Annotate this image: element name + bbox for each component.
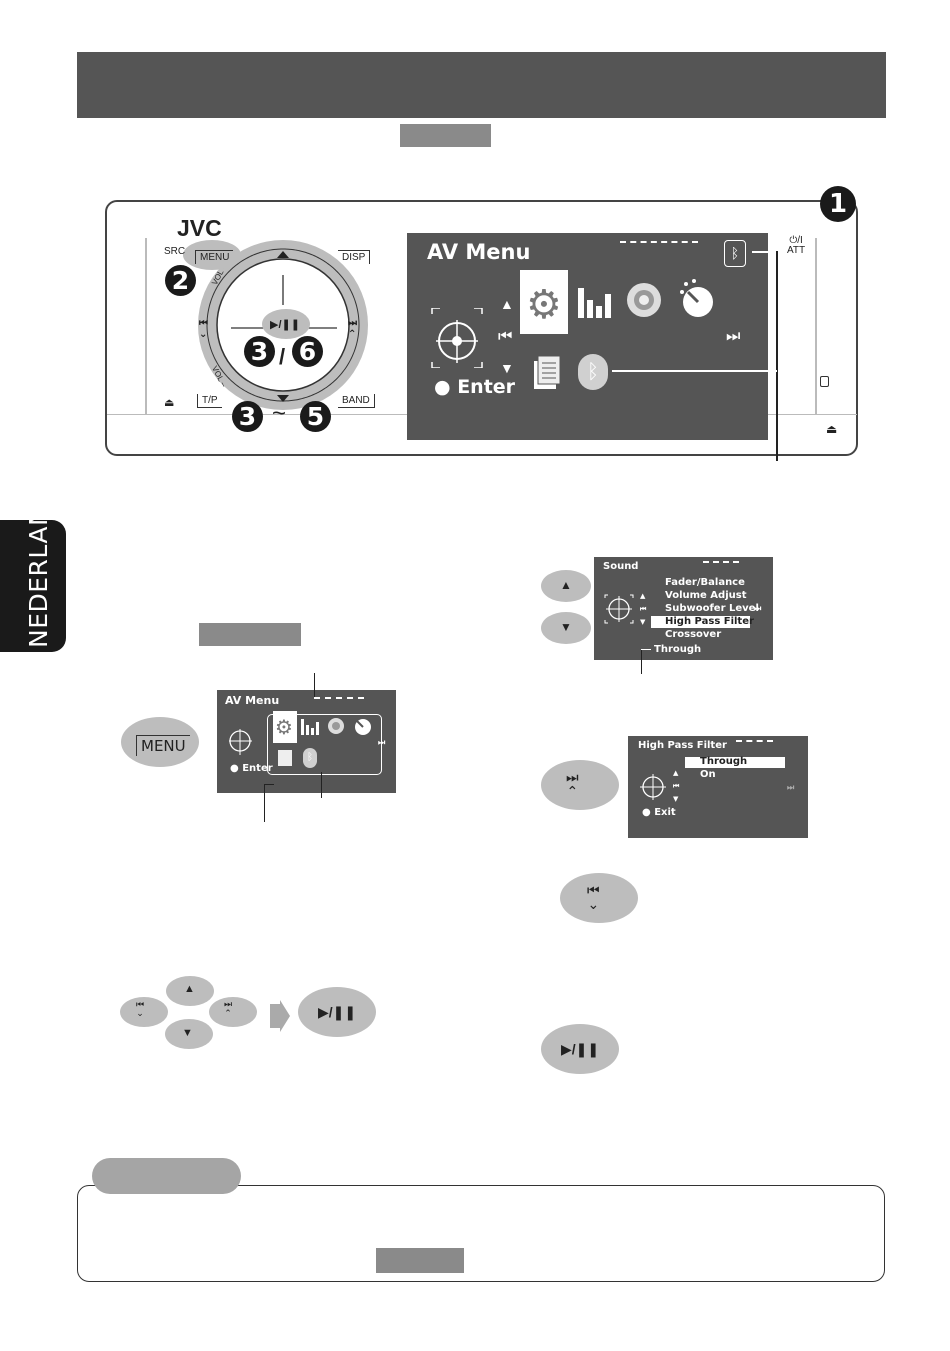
small-enter-joystick-icon bbox=[229, 729, 252, 755]
indicator-slot bbox=[820, 376, 829, 387]
speaker-icon bbox=[627, 283, 661, 317]
sound-item-2[interactable]: Subwoofer Level bbox=[665, 603, 759, 614]
small-equalizer-icon bbox=[301, 719, 319, 735]
small-bluetooth-icon: ᛒ bbox=[303, 748, 317, 768]
section-tag-top bbox=[400, 124, 491, 147]
disp-button[interactable]: DISP bbox=[338, 250, 371, 264]
hpf-title: High Pass Filter bbox=[638, 740, 727, 751]
src-label: SRC bbox=[164, 246, 186, 257]
hpf-next-icon: ⏭ bbox=[787, 783, 795, 792]
sound-next-icon: ⏭ bbox=[754, 604, 762, 613]
down-arrow-icon bbox=[277, 395, 289, 402]
eject-icon[interactable]: ⏏ bbox=[164, 397, 175, 409]
proceed-arrow-icon bbox=[270, 1000, 290, 1032]
section-tag-bottom bbox=[376, 1248, 464, 1273]
enter-label: ● Enter bbox=[434, 376, 516, 398]
sound-menu-title: Sound bbox=[603, 561, 639, 572]
tip-tab bbox=[92, 1158, 241, 1194]
small-document-icon bbox=[278, 750, 292, 766]
bluetooth-menu-icon: ᛒ bbox=[578, 354, 608, 390]
icon-group-frame bbox=[267, 714, 382, 775]
callout-line-right bbox=[776, 251, 778, 461]
sound-item-0[interactable]: Fader/Balance bbox=[665, 577, 745, 588]
small-av-menu-title: AV Menu bbox=[225, 694, 280, 707]
equalizer-icon bbox=[578, 288, 611, 318]
next-track-icon[interactable]: ⏭⌃ bbox=[348, 318, 357, 340]
step-marker-6: 6 bbox=[292, 336, 323, 367]
step-marker-2: 2 bbox=[165, 265, 196, 296]
selected-icon-frame bbox=[520, 270, 568, 334]
up-key-icon[interactable]: ▲ bbox=[560, 578, 572, 592]
prev-button-icon[interactable]: ⏮⌄ bbox=[136, 999, 145, 1018]
hpf-joystick-icon bbox=[640, 774, 666, 800]
step-marker-3b: 3 bbox=[232, 401, 263, 432]
av-menu-title: AV Menu bbox=[427, 240, 531, 264]
hpf-selection-highlight bbox=[685, 757, 785, 768]
small-dial-icon bbox=[355, 719, 371, 735]
sound-current-setting: Through bbox=[654, 644, 702, 655]
small-gear-icon: ⚙ bbox=[275, 717, 293, 739]
down-button-icon[interactable]: ▼ bbox=[182, 1027, 193, 1039]
up-arrow-icon: ▲ bbox=[500, 296, 514, 312]
detach-icon: ⏏ bbox=[826, 422, 838, 436]
up-arrow-icon bbox=[277, 251, 289, 258]
sound-joystick-icon bbox=[604, 594, 634, 624]
sound-item-1[interactable]: Volume Adjust bbox=[665, 590, 747, 601]
tp-button[interactable]: T/P bbox=[197, 394, 222, 408]
av-menu-screen bbox=[407, 233, 768, 440]
band-button[interactable]: BAND bbox=[338, 394, 375, 408]
play-pause-confirm-icon[interactable]: ▶/❚❚ bbox=[561, 1041, 600, 1057]
hpf-option-1[interactable]: On bbox=[700, 769, 716, 780]
step-marker-3a: 3 bbox=[244, 336, 275, 367]
small-enter-label: ● Enter bbox=[230, 763, 273, 774]
down-key-icon[interactable]: ▼ bbox=[560, 620, 572, 634]
brand-logo: JVC bbox=[177, 215, 222, 241]
prev-icon: ⏮ bbox=[498, 328, 513, 345]
signal-level-indicator bbox=[620, 241, 698, 247]
play-pause-icon: ▶/❚❚ bbox=[270, 319, 300, 331]
range-tilde: ~ bbox=[272, 400, 287, 427]
prev-track-icon[interactable]: ⏮⌄ bbox=[199, 318, 208, 340]
menu-device-button[interactable]: MENU bbox=[195, 250, 234, 264]
sound-selection-highlight bbox=[651, 616, 750, 628]
dial-knob-icon bbox=[680, 279, 713, 317]
prev-skip-button-icon[interactable]: ⏮⌄ bbox=[587, 882, 600, 912]
section-tag-middle bbox=[199, 623, 301, 646]
next-button-icon[interactable]: ⏭⌃ bbox=[224, 999, 233, 1018]
small-signal-indicator bbox=[314, 697, 364, 701]
language-tab bbox=[0, 520, 66, 652]
sound-item-4[interactable]: Crossover bbox=[665, 629, 722, 640]
hpf-exit-label: ● Exit bbox=[642, 807, 676, 818]
play-pause-button-icon[interactable]: ▶/❚❚ bbox=[318, 1004, 357, 1020]
small-speaker-icon bbox=[328, 718, 344, 734]
enter-joystick-icon bbox=[431, 308, 483, 368]
document-list-icon bbox=[534, 355, 561, 389]
sound-item-3[interactable]: High Pass Filter bbox=[665, 616, 754, 627]
down-arrow-icon: ▼ bbox=[500, 360, 514, 376]
gear-settings-icon: ⚙ bbox=[526, 283, 562, 327]
tip-box bbox=[77, 1185, 885, 1282]
step-marker-1: 1 bbox=[820, 186, 856, 222]
small-next-icon: ⏭ bbox=[378, 738, 386, 747]
up-button-icon[interactable]: ▲ bbox=[184, 983, 195, 995]
bluetooth-callout-line bbox=[612, 370, 777, 372]
step-marker-5: 5 bbox=[300, 401, 331, 432]
bluetooth-status-icon: ᛒ bbox=[724, 240, 746, 267]
language-tab-label: NEDERLANDS bbox=[24, 470, 53, 648]
hpf-option-0[interactable]: Through bbox=[700, 756, 748, 767]
menu-button[interactable]: MENU bbox=[136, 735, 190, 756]
header-bar bbox=[77, 52, 886, 118]
next-skip-button-icon[interactable]: ⏭⌃ bbox=[566, 769, 579, 799]
next-icon: ⏭ bbox=[726, 328, 741, 345]
